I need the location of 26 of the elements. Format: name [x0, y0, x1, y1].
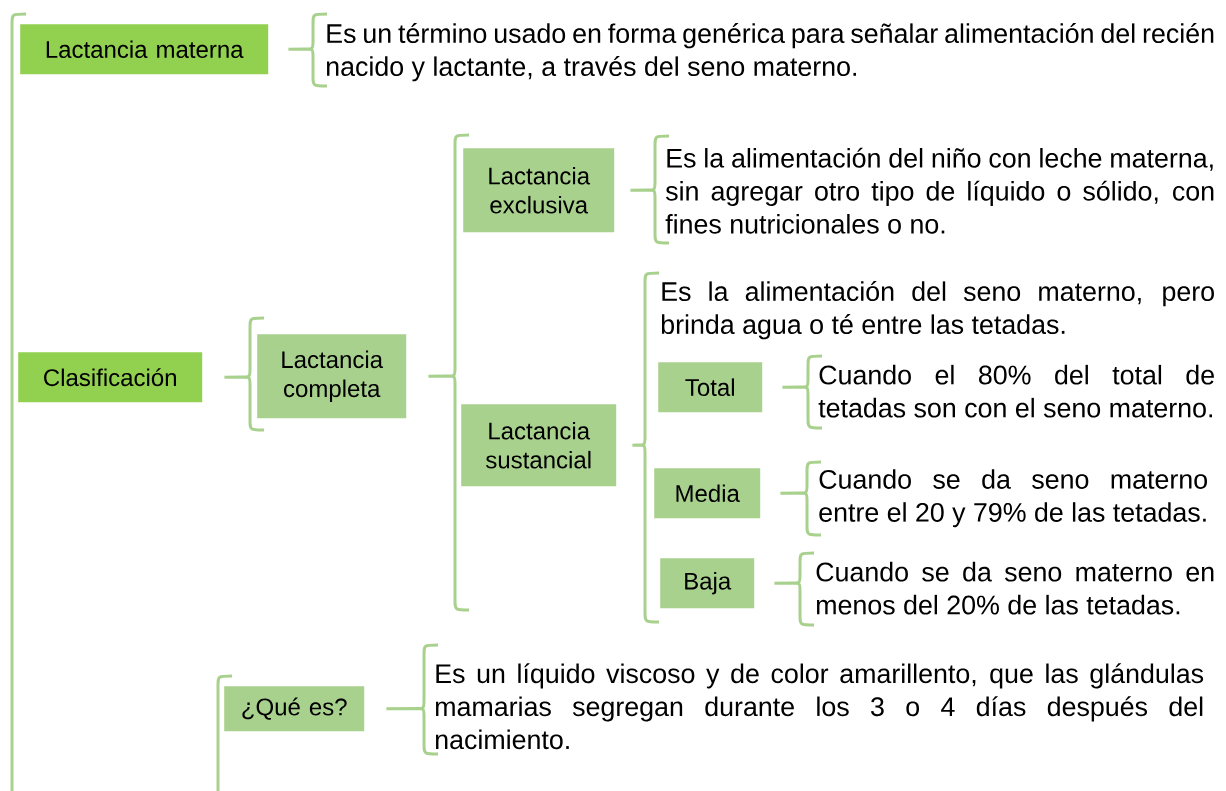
definition-text: Es un líquido viscoso y de color amarillento, que las glándulas mamarias segregan durante los 3 o 4 días después del nacimiento. — [436, 663, 1204, 750]
term-box: Lactancia sustancial — [461, 404, 617, 487]
brace-connector — [778, 460, 823, 537]
brace-connector — [384, 643, 440, 756]
definition-text: Es la alimentación del seno materno, pero brinda agua o té entre las tetadas. — [661, 281, 1214, 340]
brace-connector — [628, 134, 671, 245]
term-box: ¿Qué es? — [224, 686, 365, 732]
bracket — [216, 674, 234, 791]
brace-connector — [780, 354, 824, 430]
term-box: Clasificación — [18, 352, 203, 403]
term-box: Lactancia exclusiva — [463, 148, 615, 233]
definition-text: Cuando se da seno materno en menos del 20% de las tetadas. — [816, 561, 1214, 615]
definition-text: Es un término usado en forma genérica para señalar alimentación del recién nacido y lactante, a través del seno materno. — [327, 23, 1214, 82]
brace-connector — [222, 316, 266, 432]
term-box: Lactancia completa — [257, 334, 407, 419]
definition-text: Cuando se da seno materno entre el 20 y 79% de las tetadas. — [819, 469, 1207, 528]
term-box: Baja — [660, 558, 755, 609]
brace-connector — [426, 133, 471, 612]
definition-text: Cuando el 80% del total de tetadas son con el seno materno. — [818, 364, 1214, 418]
term-box: Media — [654, 468, 761, 519]
term-box: Lactancia materna — [20, 24, 269, 75]
term-box: Total — [658, 362, 763, 413]
brace-connector — [286, 12, 329, 88]
brace-connector — [772, 551, 816, 627]
definition-text: Es la alimentación del niño con leche materna, sin agregar otro tipo de líquido o sólido, con fines nutricionales o no. — [665, 147, 1214, 234]
bracket — [10, 12, 28, 791]
